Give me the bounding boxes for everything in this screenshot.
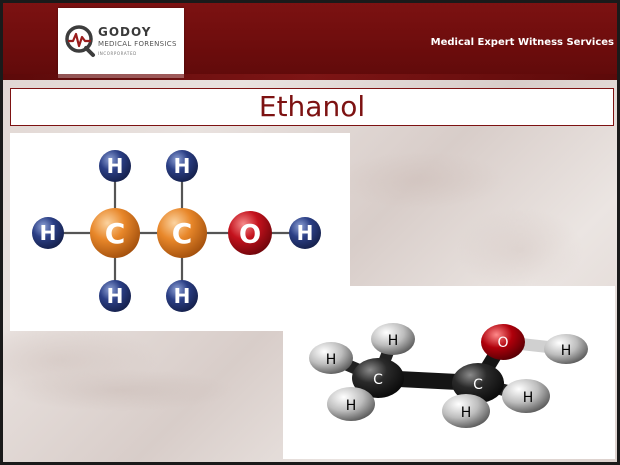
svg-text:H: H bbox=[174, 284, 191, 308]
svg-text:C: C bbox=[172, 217, 193, 250]
svg-text:O: O bbox=[239, 220, 261, 250]
svg-text:H: H bbox=[461, 405, 472, 421]
atom-c1: C bbox=[90, 208, 140, 258]
model-atom-o: O bbox=[481, 324, 525, 360]
model-atom-c1: C bbox=[352, 358, 404, 398]
title-bar: Ethanol bbox=[10, 88, 614, 126]
atom-o: O bbox=[228, 211, 272, 255]
svg-text:H: H bbox=[523, 390, 534, 406]
logo-emblem-icon bbox=[65, 25, 95, 57]
ball-stick-panel: H H C H O bbox=[283, 286, 615, 459]
atom-h-top-1: H bbox=[99, 150, 131, 182]
logo-subtitle: MEDICAL FORENSICS bbox=[98, 40, 177, 48]
slide-title: Ethanol bbox=[258, 90, 366, 123]
svg-text:H: H bbox=[107, 154, 124, 178]
atom-h-right: H bbox=[289, 217, 321, 249]
svg-text:O: O bbox=[497, 335, 508, 351]
model-atom-h2: H bbox=[371, 323, 415, 355]
header-bar: GODOY MEDICAL FORENSICS INCORPORATED Med… bbox=[0, 0, 620, 80]
structural-formula-diagram: H H H C C bbox=[32, 150, 321, 312]
logo-name: GODOY bbox=[98, 25, 152, 39]
model-atom-h4: H bbox=[544, 334, 588, 364]
header-tagline: Medical Expert Witness Services bbox=[430, 37, 614, 48]
svg-text:H: H bbox=[40, 221, 57, 245]
model-atom-c2: C bbox=[452, 363, 504, 403]
atom-c2: C bbox=[157, 208, 207, 258]
model-atom-h6: H bbox=[502, 379, 550, 413]
svg-text:C: C bbox=[473, 377, 483, 393]
svg-text:H: H bbox=[174, 154, 191, 178]
svg-text:H: H bbox=[107, 284, 124, 308]
svg-text:H: H bbox=[346, 398, 357, 414]
ball-stick-model: H H C H O bbox=[309, 323, 588, 428]
model-atom-h3: H bbox=[327, 387, 375, 421]
svg-text:C: C bbox=[373, 372, 383, 388]
logo-incorporated: INCORPORATED bbox=[98, 51, 137, 56]
model-atom-h5: H bbox=[442, 394, 490, 428]
svg-text:H: H bbox=[561, 343, 572, 359]
atom-h-bottom-2: H bbox=[166, 280, 198, 312]
structural-formula-panel: H H H C C bbox=[10, 133, 350, 331]
company-logo: GODOY MEDICAL FORENSICS INCORPORATED bbox=[58, 8, 184, 78]
svg-text:H: H bbox=[388, 333, 399, 349]
svg-text:H: H bbox=[297, 221, 314, 245]
atom-h-top-2: H bbox=[166, 150, 198, 182]
svg-text:H: H bbox=[326, 352, 337, 368]
svg-text:C: C bbox=[105, 217, 126, 250]
atom-h-bottom-1: H bbox=[99, 280, 131, 312]
model-atom-h1: H bbox=[309, 342, 353, 374]
atom-h-left: H bbox=[32, 217, 64, 249]
